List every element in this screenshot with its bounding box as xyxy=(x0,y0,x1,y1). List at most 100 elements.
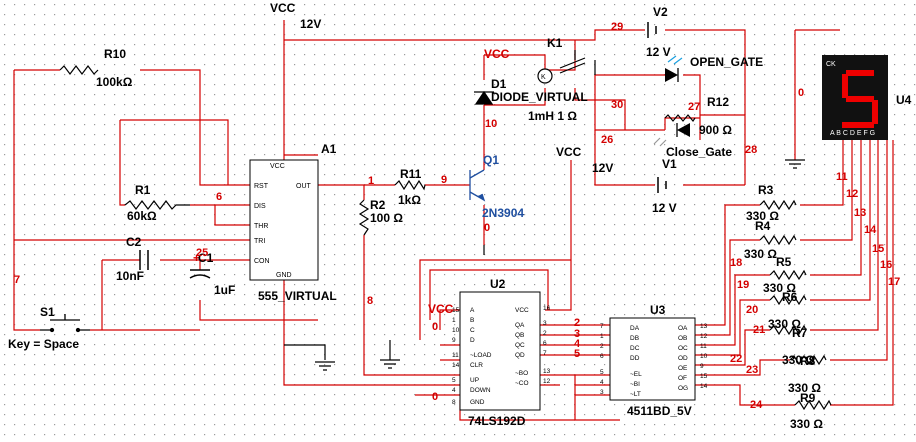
u2-pinnum-4: 11 xyxy=(452,352,459,359)
a1-ref: A1 xyxy=(321,142,337,156)
r5-value: 330 Ω xyxy=(763,281,796,295)
decoder-u3[interactable] xyxy=(609,317,696,401)
q1-value: 2N3904 xyxy=(482,206,524,220)
r8-value: 330 Ω xyxy=(788,381,821,395)
u2-rpin-5: ~BO xyxy=(515,370,528,377)
u2-rpinnum-2: 2 xyxy=(543,330,547,337)
net-label-9: 9 xyxy=(441,174,447,186)
u2-rpinnum-3: 6 xyxy=(543,340,547,347)
u3-ref: U3 xyxy=(650,303,666,317)
d1-value: DIODE_VIRTUAL xyxy=(491,90,588,104)
net-label-7: 7 xyxy=(14,274,20,286)
net-label-4: 4 xyxy=(574,338,581,350)
net-label-23: 23 xyxy=(746,364,758,376)
u3-pin-2: DC xyxy=(630,345,640,352)
pin-dis: DIS xyxy=(254,203,266,210)
u3-pinnum-5: 4 xyxy=(600,379,604,386)
s1-key: Key = Space xyxy=(8,337,79,351)
u2-pinnum-5: 14 xyxy=(452,362,460,369)
u4-ref: U4 xyxy=(896,93,912,107)
u2-pin-5: CLR xyxy=(470,362,483,369)
q1-ref: Q1 xyxy=(483,153,499,167)
net-label-10: 10 xyxy=(485,118,497,130)
u3-pinnum-6: 3 xyxy=(600,389,604,396)
display-seg-labels: A B C D E F G xyxy=(830,130,875,137)
u3-rpinnum-0: 13 xyxy=(700,323,708,330)
timer-555[interactable]: VCC RST DIS THR TRI CON OUT GND xyxy=(249,159,319,281)
u2-pin-6: UP xyxy=(470,377,479,384)
u2-pin-8: GND xyxy=(470,399,485,406)
pin-vcc: VCC xyxy=(270,163,285,170)
vcc-left-label: VCC xyxy=(428,302,454,316)
net-label-15: 15 xyxy=(872,243,884,255)
vcc-mid: VCC xyxy=(556,145,582,159)
net-label-0: 0 xyxy=(798,87,804,99)
vcc-top-value: 12V xyxy=(300,17,321,31)
u3-rpinnum-5: 15 xyxy=(700,373,708,380)
net-label-3: 3 xyxy=(574,328,580,340)
r12-ref: R12 xyxy=(707,95,729,109)
net-label-29: 29 xyxy=(611,21,623,33)
net-label-5: 5 xyxy=(574,348,580,360)
r11-value: 1kΩ xyxy=(398,193,421,207)
wires xyxy=(13,20,894,421)
u3-pin-1: DB xyxy=(630,335,639,342)
net-label-18: 18 xyxy=(730,257,742,269)
net-label-28: 28 xyxy=(745,144,757,156)
u2-pin-3: D xyxy=(470,337,475,344)
relay-k1[interactable] xyxy=(537,50,596,84)
u3-rpinnum-4: 9 xyxy=(700,363,704,370)
a1-name: 555_VIRTUAL xyxy=(258,289,337,303)
u3-name: 4511BD_5V xyxy=(627,404,692,418)
ground-symbols xyxy=(284,159,805,371)
u2-pinnum-1: 1 xyxy=(452,317,456,324)
u2-rpin-0: VCC xyxy=(515,307,529,314)
net-label-24: 24 xyxy=(750,399,763,411)
net-label-0: 0 xyxy=(432,321,438,333)
r5-ref: R5 xyxy=(776,255,792,269)
transistor-q1[interactable] xyxy=(469,169,486,202)
led-open-gate[interactable] xyxy=(665,55,683,82)
s1-ref: S1 xyxy=(40,305,55,319)
pin-thr: THR xyxy=(254,223,268,230)
net-label-13: 13 xyxy=(854,207,866,219)
u3-rpin-5: OF xyxy=(678,375,687,382)
u2-pinnum-7: 4 xyxy=(452,387,456,394)
net-label-22: 22 xyxy=(730,353,742,365)
net-label-1: 1 xyxy=(368,175,374,187)
r3-ref: R3 xyxy=(758,183,774,197)
u2-pinnum-2: 10 xyxy=(452,327,460,334)
net-label-0: 0 xyxy=(432,391,438,403)
u3-pin-0: DA xyxy=(630,325,640,332)
r11-ref: R11 xyxy=(400,167,422,181)
net-label-26: 26 xyxy=(601,134,613,146)
u2-pinnum-0: 15 xyxy=(452,307,460,314)
r3-value: 330 Ω xyxy=(746,209,779,223)
diode-d1[interactable] xyxy=(474,90,494,105)
u2-rpinnum-0: 16 xyxy=(543,305,551,312)
u2-pin-7: DOWN xyxy=(470,387,491,394)
r2-value: 100 Ω xyxy=(370,211,403,225)
capacitor-symbols xyxy=(139,250,211,279)
counter-u2[interactable] xyxy=(459,291,541,411)
net-label-14: 14 xyxy=(864,224,877,236)
led-close-gate[interactable] xyxy=(653,123,690,147)
net-label-8: 8 xyxy=(367,295,373,307)
r9-ref: R9 xyxy=(800,391,816,405)
net-label-6: 6 xyxy=(216,191,222,203)
seven-segment-display xyxy=(822,55,888,140)
r10-ref: R10 xyxy=(104,47,126,61)
u3-rpin-4: OE xyxy=(678,365,688,372)
r2-ref: R2 xyxy=(370,198,386,212)
u2-name: 74LS192D xyxy=(468,414,526,428)
u3-rpinnum-2: 11 xyxy=(700,343,707,350)
net-label-12: 12 xyxy=(846,188,858,200)
r7-ref: R7 xyxy=(792,326,808,340)
vcc-top: VCC xyxy=(270,1,296,15)
u3-pinnum-4: 5 xyxy=(600,369,604,376)
u3-rpin-1: OB xyxy=(678,335,687,342)
switch-s1[interactable] xyxy=(40,314,90,333)
r4-ref: R4 xyxy=(755,219,771,233)
pin-con: CON xyxy=(254,258,270,265)
